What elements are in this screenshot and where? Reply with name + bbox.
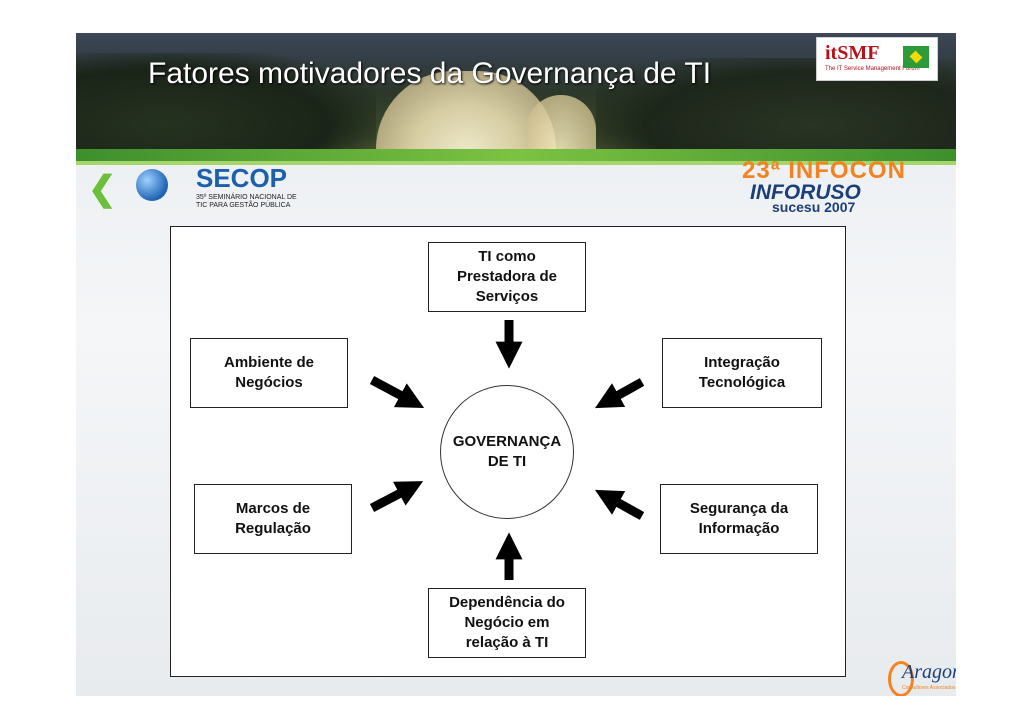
factor-left-top: Ambiente de Negócios — [190, 338, 348, 408]
factor-bottom: Dependência do Negócio em relação à TI — [428, 588, 586, 658]
aragon-logo-name: Aragon — [902, 661, 956, 683]
green-stripe — [76, 149, 956, 163]
factor-left-bottom: Marcos de Regulação — [194, 484, 352, 554]
itsmf-logo-name: itSMF — [825, 42, 880, 64]
secop-sub-line1: 35º SEMINÁRIO NACIONAL DE — [196, 194, 297, 201]
header-photo — [76, 33, 956, 155]
arrow-right-top — [594, 378, 645, 409]
aragon-logo-subtitle: Consultores Associados — [902, 685, 956, 691]
globe-icon — [136, 169, 168, 201]
secop-logo-subtitle: 35º SEMINÁRIO NACIONAL DE TIC PARA GESTÃ… — [196, 194, 297, 210]
trees-left — [76, 53, 376, 155]
factor-right-bottom: Segurança da Informação — [660, 484, 818, 554]
secop-sub-line2: TIC PARA GESTÃO PÚBLICA — [196, 202, 291, 209]
infocon-title: 23ª INFOCON — [742, 157, 906, 184]
sucesu-name: sucesu 2007 — [772, 199, 856, 215]
church-building-small — [526, 95, 596, 149]
infocon-logo: 23ª INFOCON INFORUSO sucesu 2007 — [740, 157, 940, 217]
green-stripe-light — [76, 161, 956, 165]
arrow-left-top — [369, 376, 425, 408]
secop-logo: ❮ SECOP 35º SEMINÁRIO NACIONAL DE TIC PA… — [88, 163, 318, 213]
itsmf-logo: itSMF The IT Service Management Forum — [816, 37, 938, 81]
slide-title: Fatores motivadores da Governança de TI — [148, 57, 712, 90]
aragon-mark-icon — [888, 661, 914, 696]
factor-right-top: Integração Tecnológica — [662, 338, 822, 408]
itsmf-logo-tagline: The IT Service Management Forum — [825, 66, 920, 72]
aragon-logo: Aragon Consultores Associados — [888, 659, 956, 696]
brazil-flag-icon — [903, 46, 929, 68]
arrow-right-bottom — [594, 489, 645, 520]
arrow-left-bottom — [369, 481, 424, 512]
factor-top: TI como Prestadora de Serviços — [428, 242, 586, 312]
arrows-icon: ❮ — [88, 170, 117, 208]
governance-circle: GOVERNANÇA DE TI — [440, 385, 574, 519]
secop-logo-name: SECOP — [196, 163, 288, 193]
inforuso-name: INFORUSO — [750, 181, 861, 204]
